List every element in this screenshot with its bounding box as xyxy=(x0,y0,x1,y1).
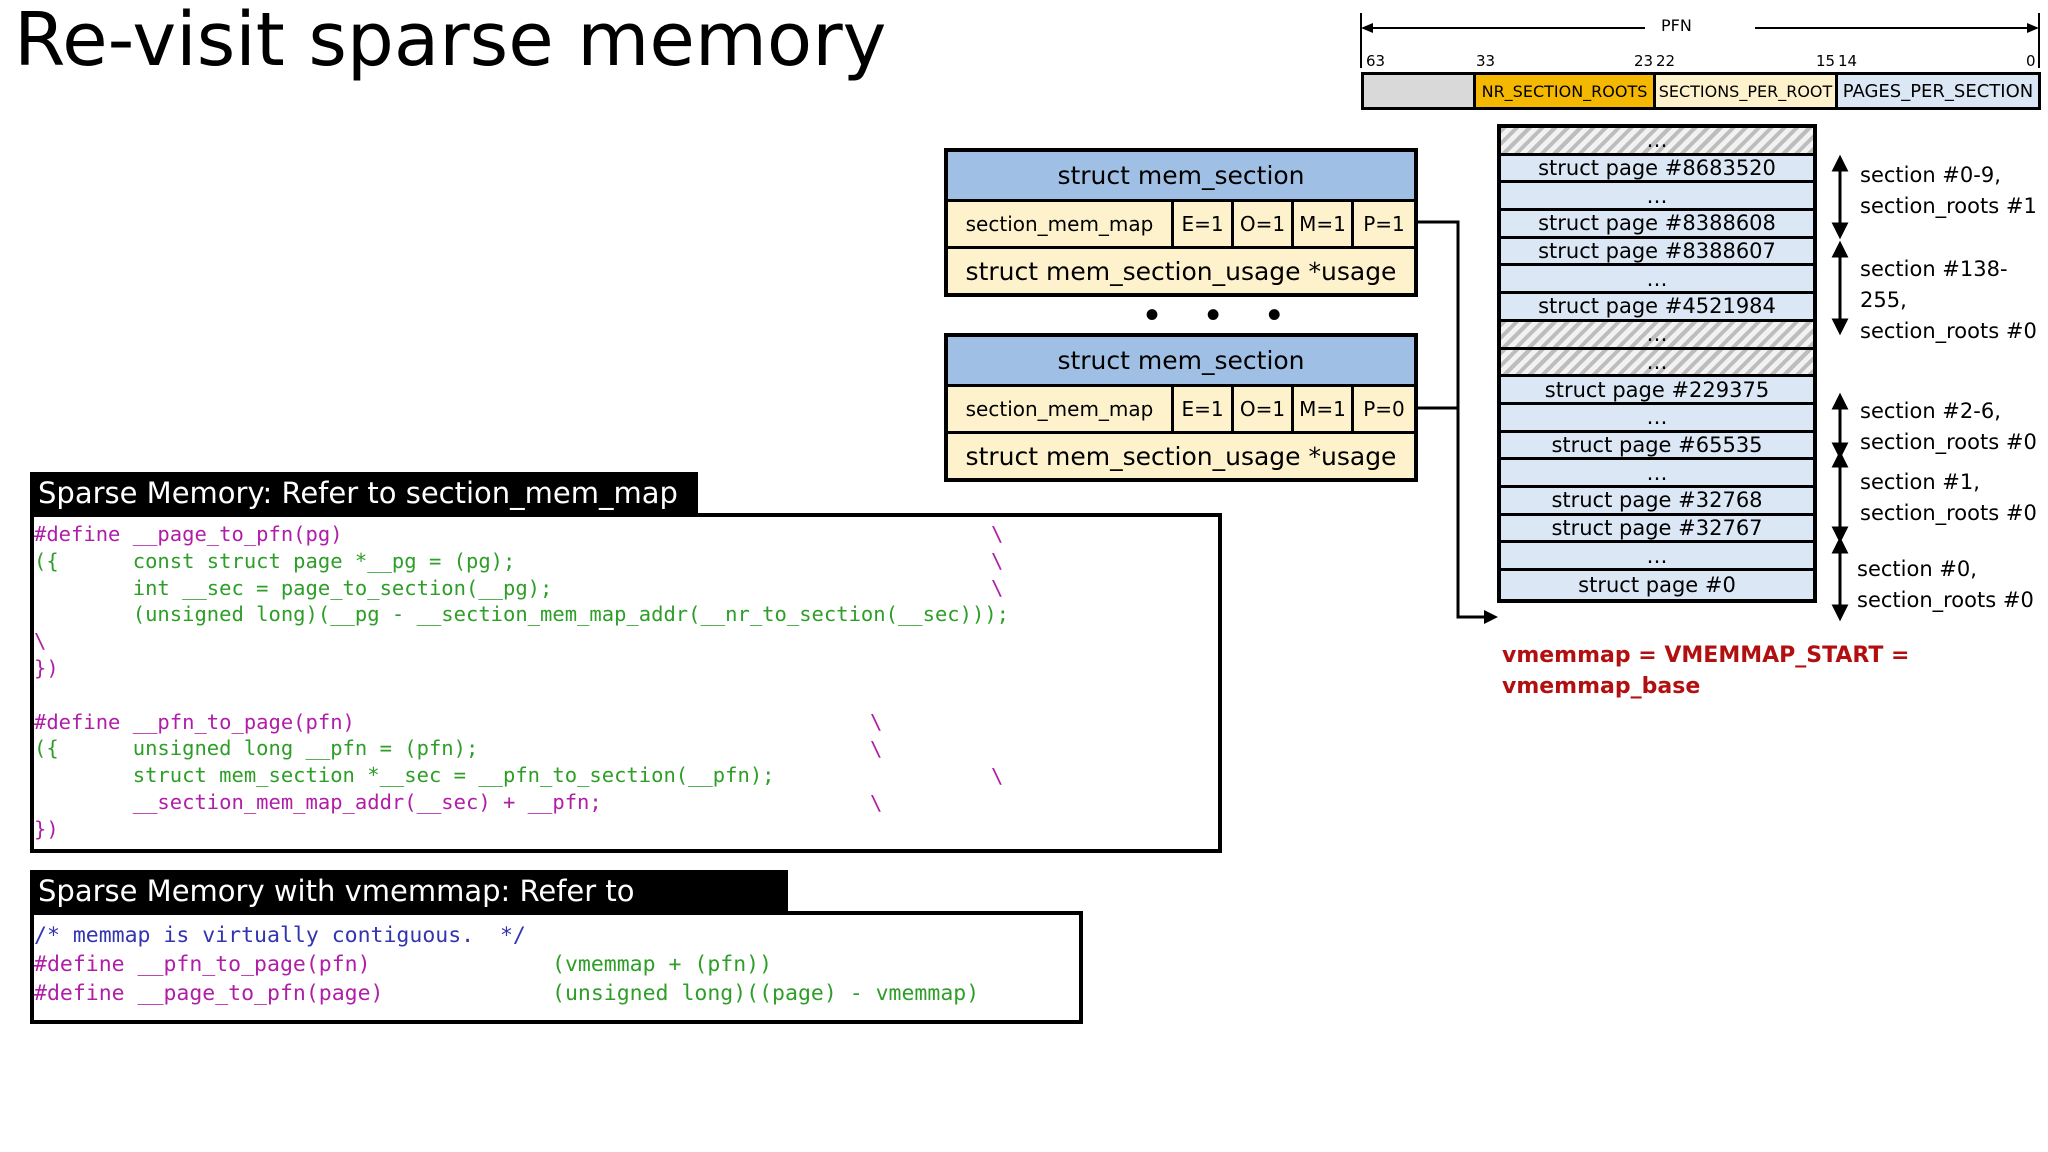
section-range-arrows xyxy=(1831,154,1849,622)
line-continuation: \ xyxy=(991,764,1004,788)
pfn-field-sections-per-root: SECTIONS_PER_ROOT xyxy=(1656,75,1838,107)
code-line: #define __page_to_pfn(page) xyxy=(34,981,384,1006)
mem-section-map-row: section_mem_map E=1 O=1 M=1 P=1 xyxy=(948,202,1414,249)
struct-page-array: … struct page #8683520 … struct page #83… xyxy=(1497,124,1817,603)
pfn-label: PFN xyxy=(1661,16,1692,35)
vmemmap-label: vmemmap = VMEMMAP_START = vmemmap_base xyxy=(1502,643,1910,699)
line-continuation: \ xyxy=(870,791,883,815)
section-mem-map-cell: section_mem_map xyxy=(948,202,1174,246)
page-row: … xyxy=(1501,404,1813,433)
section-mem-map-cell: section_mem_map xyxy=(948,387,1174,431)
page-row: struct page #8388608 xyxy=(1501,211,1813,239)
code-line: \ xyxy=(34,629,47,654)
page-row: … xyxy=(1501,266,1813,295)
pfn-bitfield: NR_SECTION_ROOTS SECTIONS_PER_ROOT PAGES… xyxy=(1361,72,2041,110)
page-row: struct page #32767 xyxy=(1501,515,1813,544)
code-comment: /* memmap is virtually contiguous. */ xyxy=(34,923,526,948)
page-row: … xyxy=(1501,128,1813,156)
section-to-page-connector xyxy=(1418,220,1498,624)
code-line-value: (vmemmap + (pfn)) xyxy=(552,952,773,977)
mem-section-struct: struct mem_section section_mem_map E=1 O… xyxy=(944,148,1418,297)
line-continuation: \ xyxy=(991,522,1004,546)
bit-15: 15 xyxy=(1816,52,1836,70)
flag-m: M=1 xyxy=(1294,202,1354,246)
page-row: … xyxy=(1501,460,1813,488)
section-label: section #0, section_roots #0 xyxy=(1857,557,2034,612)
code-line: struct mem_section *__sec = __pfn_to_sec… xyxy=(34,763,775,788)
code-line: #define __pfn_to_page(pfn) xyxy=(34,709,355,734)
flag-o: O=1 xyxy=(1234,202,1294,246)
bit-0: 0 xyxy=(2026,52,2036,70)
page-row: … xyxy=(1501,349,1813,378)
line-continuation: \ xyxy=(991,549,1004,573)
code-line: }) xyxy=(34,655,59,680)
mem-section-title: struct mem_section xyxy=(948,152,1414,202)
bit-14: 14 xyxy=(1838,52,1858,70)
page-row: … xyxy=(1501,321,1813,350)
flag-p: P=1 xyxy=(1363,212,1405,236)
code-line: }) xyxy=(34,816,59,841)
code-line: ({ const struct page *__pg = (pg); xyxy=(34,548,516,573)
page-row: … xyxy=(1501,183,1813,212)
ellipsis-dots: • • • xyxy=(1145,293,1300,337)
flag-e: E=1 xyxy=(1174,202,1234,246)
section-label: section #0-9, section_roots #1 xyxy=(1860,163,2037,218)
bit-33: 33 xyxy=(1476,52,1496,70)
pfn-unused-field xyxy=(1364,75,1476,107)
section-label: section #2-6, section_roots #0 xyxy=(1860,399,2037,454)
page-row: struct page #8683520 xyxy=(1501,155,1813,184)
code-line: __section_mem_map_addr(__sec) + __pfn; xyxy=(34,789,602,814)
slide-title: Re-visit sparse memory xyxy=(14,0,887,83)
code-line: ({ unsigned long __pfn = (pfn); xyxy=(34,736,479,761)
page-row: struct page #65535 xyxy=(1501,432,1813,461)
page-row: struct page #0 xyxy=(1501,571,1813,599)
pfn-field-pages-per-section: PAGES_PER_SECTION xyxy=(1838,75,2038,107)
bit-63: 63 xyxy=(1366,52,1386,70)
code-line: #define __page_to_pfn(pg) xyxy=(34,522,343,546)
code-listing: #define __page_to_pfn(pg) \ ({ const stru… xyxy=(34,517,1218,843)
page-row: … xyxy=(1501,543,1813,571)
code-line: (unsigned long)(__pg - __section_mem_map… xyxy=(34,602,1010,627)
page-row: struct page #8388607 xyxy=(1501,238,1813,267)
line-continuation: \ xyxy=(870,737,883,761)
flag-m: M=1 xyxy=(1294,387,1354,431)
code-block-title: Sparse Memory: Refer to section_mem_map xyxy=(30,472,698,514)
code-block-sparse: #define __page_to_pfn(pg) \ ({ const stru… xyxy=(30,513,1222,853)
pfn-field-nr-section-roots: NR_SECTION_ROOTS xyxy=(1476,75,1656,107)
bit-23: 23 xyxy=(1634,52,1654,70)
line-continuation: \ xyxy=(991,576,1004,600)
mem-section-usage: struct mem_section_usage *usage xyxy=(965,441,1397,471)
mem-section-struct: struct mem_section section_mem_map E=1 O… xyxy=(944,333,1418,482)
mem-section-title: struct mem_section xyxy=(948,337,1414,387)
page-row: struct page #229375 xyxy=(1501,377,1813,405)
page-row: struct page #4521984 xyxy=(1501,294,1813,322)
mem-section-usage: struct mem_section_usage *usage xyxy=(965,256,1397,286)
flag-o: O=1 xyxy=(1234,387,1294,431)
line-continuation: \ xyxy=(870,710,883,734)
code-listing: /* memmap is virtually contiguous. */ #d… xyxy=(34,915,1079,1008)
flag-p: P=0 xyxy=(1363,397,1405,421)
bit-22: 22 xyxy=(1656,52,1676,70)
section-label: section #1, section_roots #0 xyxy=(1860,470,2037,525)
flag-e: E=1 xyxy=(1174,387,1234,431)
mem-section-map-row: section_mem_map E=1 O=1 M=1 P=0 xyxy=(948,387,1414,434)
code-line: #define __pfn_to_page(pfn) xyxy=(34,952,371,977)
code-block-title: Sparse Memory with vmemmap: Refer to vme… xyxy=(30,870,788,950)
page-row: struct page #32768 xyxy=(1501,487,1813,516)
code-line-value: (unsigned long)((page) - vmemmap) xyxy=(552,981,980,1006)
section-label: section #138-255, section_roots #0 xyxy=(1860,257,2037,343)
code-block-vmemmap: /* memmap is virtually contiguous. */ #d… xyxy=(30,911,1083,1024)
pfn-arrow xyxy=(1360,13,2040,68)
code-line: int __sec = page_to_section(__pg); xyxy=(34,575,553,600)
